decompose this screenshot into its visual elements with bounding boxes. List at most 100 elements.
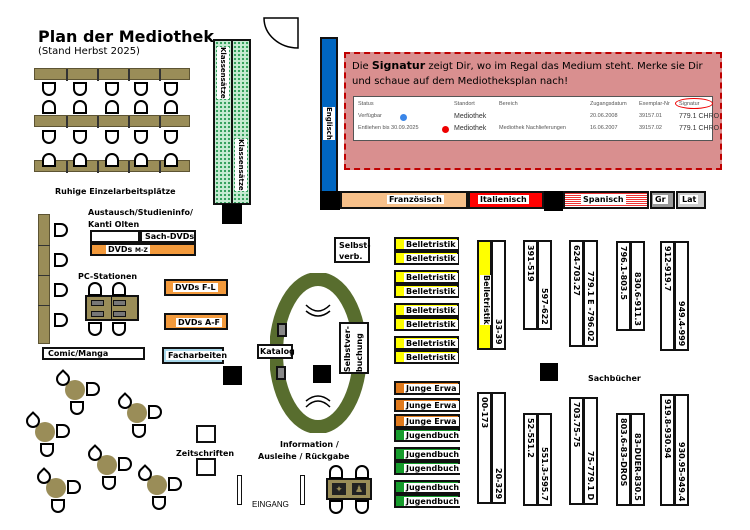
- chair: [164, 153, 178, 167]
- table-divider: [66, 116, 68, 128]
- computer-monitor[interactable]: [113, 311, 126, 317]
- stack-shelf[interactable]: 919.8-930.94: [660, 394, 675, 506]
- shelf-comic-manga[interactable]: Comic/Manga: [42, 347, 145, 360]
- spanisch-label: Spanisch: [581, 195, 626, 204]
- table-cell: 20.06.2008: [590, 113, 618, 119]
- stack-shelf[interactable]: 52-551.2: [523, 413, 538, 506]
- shelf-dvds-f-l[interactable]: DVDs F-L: [164, 279, 228, 296]
- computer-monitor[interactable]: [91, 300, 104, 306]
- stack-shelf[interactable]: 75-779.1 D: [583, 397, 598, 505]
- stack-shelf[interactable]: Belletristik: [477, 240, 493, 350]
- unavailable-icon: [442, 126, 449, 133]
- shelf-franzoesisch[interactable]: Französisch: [340, 191, 468, 209]
- shelf-range-label: 912-919.7: [663, 246, 672, 292]
- shelf-jugendbuch[interactable]: Jugendbuch: [394, 461, 462, 475]
- shelf-latein[interactable]: Lat: [676, 191, 706, 209]
- stack-shelf[interactable]: 33-39: [491, 240, 506, 350]
- shelf-belletristik[interactable]: Belletristik: [394, 336, 459, 350]
- pillar: [544, 191, 563, 211]
- shelf-label: Belletristik: [404, 339, 458, 348]
- catalog-terminal[interactable]: [276, 366, 286, 380]
- shelf-jugendbuch[interactable]: Jugendbuch: [394, 447, 462, 461]
- shelf-range-label: 597-622: [540, 288, 549, 325]
- table-cell: Mediothek: [454, 125, 487, 132]
- table-divider: [128, 116, 130, 128]
- stack-shelf[interactable]: 597-622: [537, 240, 552, 330]
- stack-shelf[interactable]: 796.1-803.5: [616, 241, 631, 331]
- chair: [42, 100, 56, 114]
- shelf-dvds-a-f[interactable]: DVDs A-F: [164, 313, 228, 330]
- chair: [355, 500, 369, 514]
- stack-shelf[interactable]: 803.6-83-DROS: [616, 413, 631, 506]
- selbstverbuchung-station-small[interactable]: Selbst- verb.: [334, 237, 371, 263]
- stack-shelf[interactable]: 949.4-999: [674, 241, 689, 351]
- stack-shelf[interactable]: 551.3-595.7: [537, 413, 552, 506]
- shelf-dvds-m-z[interactable]: DVDs M-Z: [90, 243, 196, 256]
- shelf-belletristik[interactable]: Belletristik: [394, 303, 459, 317]
- shelf-junge-erwachsene[interactable]: Junge Erwa: [394, 381, 460, 395]
- shelf-jugendbuch[interactable]: Jugendbuch: [394, 494, 462, 508]
- shelf-range-label: 796.1-803.5: [619, 246, 628, 300]
- stack-shelf[interactable]: 830.6-911.3: [630, 241, 645, 331]
- stack-shelf[interactable]: 391-519: [523, 240, 538, 330]
- shelf-griechisch[interactable]: Gr: [650, 191, 675, 209]
- shelf-austausch[interactable]: [90, 230, 140, 243]
- chair: [73, 153, 87, 167]
- selbstverbuchung-station[interactable]: Selbstver- buchung: [339, 322, 369, 374]
- shelf-belletristik[interactable]: Belletristik: [394, 251, 459, 265]
- table-header: Bereich: [499, 101, 518, 107]
- chair: [105, 100, 119, 114]
- stack-shelf[interactable]: 779.1 E -796.02: [583, 240, 598, 347]
- chair: [329, 465, 343, 479]
- shelf-range-label: 391-519: [526, 245, 535, 282]
- page-subtitle: (Stand Herbst 2025): [38, 46, 140, 57]
- shelf-spanisch[interactable]: Spanisch: [563, 191, 649, 209]
- stack-shelf[interactable]: 00-173: [477, 392, 492, 504]
- stack-shelf[interactable]: 703.75-75: [569, 397, 584, 505]
- info-text: Die Signatur zeigt Dir, wo im Regal das …: [352, 58, 722, 89]
- round-table: [127, 403, 147, 423]
- klassensaetze-label: Klassensätze: [217, 47, 229, 99]
- stack-shelf[interactable]: 930.95-949.4: [674, 394, 689, 506]
- shelf-belletristik[interactable]: Belletristik: [394, 284, 459, 298]
- shelf-belletristik[interactable]: Belletristik: [394, 237, 459, 251]
- shelf-jugendbuch[interactable]: Jugendbuch: [394, 428, 462, 442]
- stack-shelf[interactable]: 912-919.7: [660, 241, 675, 351]
- stack-shelf[interactable]: 83-DUER-830.5: [630, 413, 645, 506]
- wall-table: [38, 214, 50, 344]
- shelf-englisch[interactable]: Englisch: [320, 37, 338, 193]
- quiet-area-label: Ruhige Einzelarbeitsplätze: [55, 187, 176, 196]
- table-divider: [128, 161, 130, 173]
- chair: [42, 130, 56, 144]
- klassensaetze-shelf-b[interactable]: Klassensätze: [231, 39, 251, 205]
- eingang-label: EINGANG: [252, 500, 289, 509]
- shelf-jugendbuch[interactable]: Jugendbuch: [394, 480, 462, 494]
- shelf-belletristik[interactable]: Belletristik: [394, 350, 459, 364]
- catalog-terminal[interactable]: [277, 323, 287, 337]
- shelf-belletristik[interactable]: Belletristik: [394, 270, 459, 284]
- katalog-sign[interactable]: Katalog: [257, 344, 295, 359]
- pc-station-table: [85, 295, 139, 321]
- stack-shelf[interactable]: 624-703.27: [569, 240, 584, 347]
- computer-monitor[interactable]: [91, 311, 104, 317]
- shelf-label: Jugendbuch: [404, 464, 462, 473]
- magazine-stand[interactable]: [196, 425, 216, 443]
- chair: [148, 405, 162, 419]
- computer-monitor[interactable]: [113, 300, 126, 306]
- chair: [88, 322, 102, 336]
- magazine-stand[interactable]: [196, 458, 216, 476]
- shelf-range-label: 00-173: [480, 397, 489, 429]
- shelf-facharbeiten[interactable]: Facharbeiten: [162, 347, 230, 364]
- chair: [88, 282, 102, 296]
- pillar: [223, 366, 242, 385]
- shelf-junge-erwachsene[interactable]: Junge Erwa: [394, 414, 460, 428]
- chair: [112, 282, 126, 296]
- shelf-label: Junge Erwa: [404, 417, 459, 426]
- shelf-range-label: 83-DUER-830.5: [633, 433, 642, 501]
- shelf-italienisch[interactable]: Italienisch: [468, 191, 544, 209]
- shelf-junge-erwachsene[interactable]: Junge Erwa: [394, 398, 460, 412]
- stack-shelf[interactable]: 20-329: [491, 392, 506, 504]
- shelf-sach-dvds[interactable]: Sach-DVDs: [140, 230, 196, 243]
- klassensaetze-shelf-a[interactable]: Klassensätze: [213, 39, 233, 205]
- shelf-belletristik[interactable]: Belletristik: [394, 317, 459, 331]
